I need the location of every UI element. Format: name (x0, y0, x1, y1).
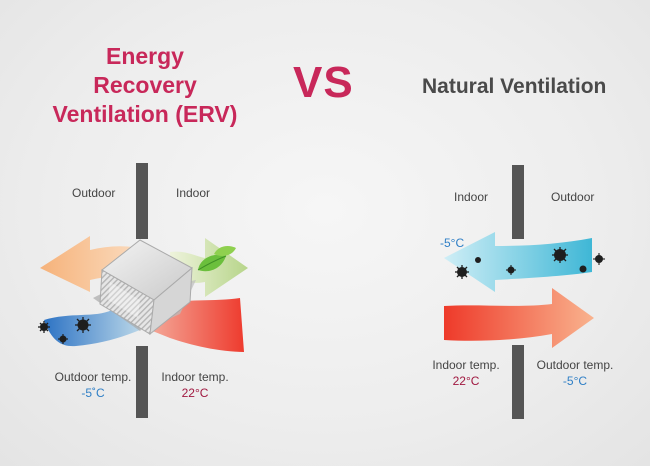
erv-indoor-temp-value: 22°C (181, 386, 209, 400)
erv-title-line2: Recovery (93, 72, 197, 98)
cold-air-inflow-arrow (444, 232, 592, 292)
natural-indoor-temp-value: 22°C (452, 374, 480, 388)
natural-outdoor-temp-value: -5°C (562, 374, 588, 388)
natural-wall-top (512, 165, 524, 239)
erv-outdoor-temp: Outdoor temp. -5˚C (38, 370, 148, 400)
natural-indoor-label: Indoor (454, 190, 489, 204)
erv-title-line3: Ventilation (ERV) (52, 101, 238, 127)
erv-outdoor-temp-label: Outdoor temp. (54, 370, 132, 384)
erv-wall-top (136, 163, 148, 239)
dust-particle-icon (455, 247, 605, 279)
natural-wall-bottom (512, 345, 524, 419)
natural-outdoor-label: Outdoor (551, 190, 595, 204)
warm-air-outflow-arrow (444, 288, 594, 348)
natural-indoor-temp: Indoor temp. 22°C (425, 358, 507, 388)
erv-wall-bottom (136, 346, 148, 418)
heat-exchanger-icon (93, 239, 196, 336)
erv-title-line1: Energy (106, 43, 184, 69)
natural-outdoor-temp-label: Outdoor temp. (536, 358, 614, 372)
leaf-icon (197, 246, 236, 272)
exhaust-air-arrow (40, 236, 150, 292)
dust-particle-icon (38, 317, 91, 344)
erv-indoor-temp: Indoor temp. 22°C (150, 370, 240, 400)
natural-outdoor-temp: Outdoor temp. -5°C (530, 358, 620, 388)
erv-indoor-temp-label: Indoor temp. (161, 370, 229, 384)
erv-outdoor-label: Outdoor (72, 186, 116, 200)
erv-outdoor-temp-value: -5˚C (81, 386, 105, 400)
natural-cold-air-temp: -5°C (440, 236, 465, 250)
natural-ventilation-title: Natural Ventilation (422, 75, 607, 98)
vs-label: VS (293, 58, 354, 107)
erv-title: Energy Recovery Ventilation (ERV) (30, 42, 260, 129)
natural-indoor-temp-label: Indoor temp. (432, 358, 500, 372)
erv-indoor-label: Indoor (176, 186, 211, 200)
